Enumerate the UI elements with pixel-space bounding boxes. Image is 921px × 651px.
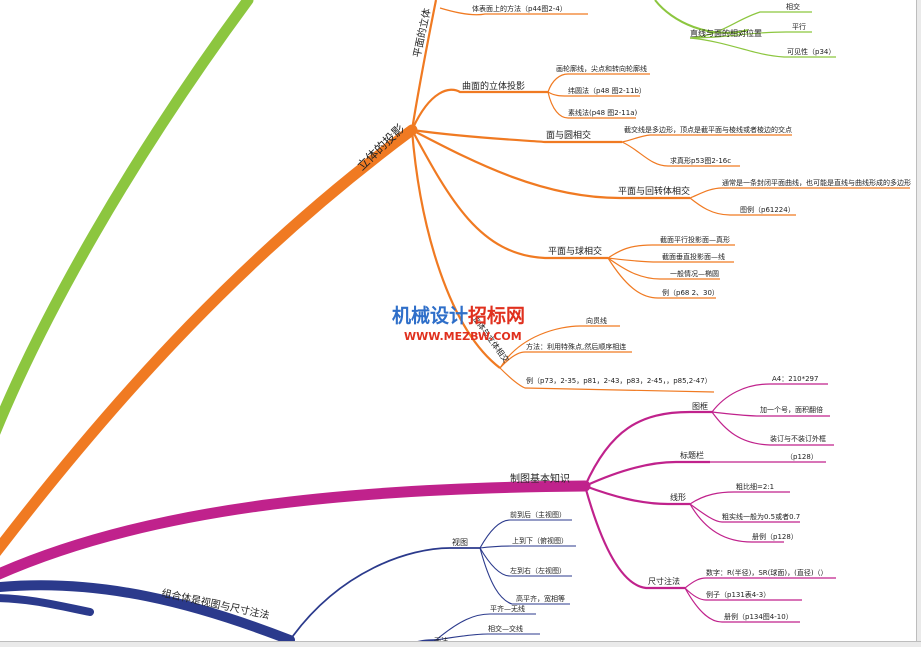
node-binding: 装订与不装订外框 [770,434,826,443]
node-view: 视图 [452,537,468,547]
node-thick-width: 粗实线一般为0.5或者0.7 [722,512,800,521]
node-digits: 数字：R(半径)，SR(球面)，(直径)（） [706,568,828,577]
green-sub-branch [655,0,748,33]
navy-bottom-blob [0,598,90,612]
node-example-131: 例子（p131表4-3） [706,590,770,599]
node-example-61224: 图例（p61224） [740,205,795,214]
node-flush-no-line: 平齐—无线 [490,604,525,613]
node-plane-sphere: 平面与球相交 [548,245,602,257]
window-bottom-edge [0,641,921,647]
green-main-branch [0,0,248,440]
watermark-line1a: 机械设计 [392,304,468,327]
window-right-edge [916,0,921,647]
node-plane-surface-method: 体表面上的方法（p44图2-4） [472,4,567,13]
node-examples-73: 例（p73，2-35，p81，2-43，p83，2-45，，p85,2-47） [526,376,712,385]
node-closed-curve: 通常是一条封闭平面曲线，也可能是直线与曲线形成的多边形 [722,178,911,187]
node-line-type: 线形 [670,492,686,502]
watermark-line1b: 招标网 [468,304,525,327]
node-top-down: 上到下（俯视图） [512,536,568,545]
node-a4: A4：210*297 [772,375,818,383]
node-parallel-cross: 相交 [786,2,800,11]
node-example-68: 例（p68 2、30） [662,288,719,297]
node-intersection-line: 向贯线 [586,316,607,325]
node-general-ellipse: 一般情况—椭圆 [670,269,719,278]
node-add-number: 加一个号，面积翻倍 [760,405,823,414]
magenta-sub-branches [585,384,836,622]
node-example-134: 册例（p134图4-10） [724,612,793,621]
node-curved-solid: 曲面的立体投影 [462,80,525,92]
watermark-logo: 机械设计 招标网 WWW.MEZBW.COM [392,304,525,343]
node-polygon-section: 截交线是多边形，顶点是截平面与棱线或者棱边的交点 [624,125,792,134]
watermark-line2: WWW.MEZBW.COM [404,330,522,343]
node-line-plane-relation: 直线与面的相对位置 [690,28,762,38]
node-thickness-ratio: 粗比细=2:1 [736,482,774,491]
node-special-point-method: 方法：利用特殊点,然后顺序相连 [526,342,626,351]
node-visibility: 可见性（p34） [787,47,835,56]
node-intersect-line: 相交—交线 [488,624,523,633]
node-contour-line: 画轮廓线，尖点和转向轮廓线 [556,64,647,73]
node-title-block: 标题栏 [680,450,704,460]
node-plane-revolve: 平面与回转体相交 [618,185,690,197]
node-drawing-basics: 制图基本知识 [510,472,570,485]
node-front-back: 前到后（主视图） [510,510,566,519]
magenta-main-branch [0,486,585,578]
node-long-align: 高平齐，宽相等 [516,594,565,603]
node-plane-circle: 面与圆相交 [546,129,591,141]
node-true-shape: 求真形p53图2-16c [670,156,731,165]
node-generatrix: 素线法(p48 图2-11a) [568,108,637,117]
node-frame: 图框 [692,401,708,411]
node-left-right: 左到右（左视图） [510,566,566,575]
node-perpendicular-line: 截面垂直投影面—线 [662,252,725,261]
node-dimension: 尺寸注法 [648,576,680,586]
node-parallel-plane-circle: 截面平行投影面—真形 [660,235,730,244]
node-parallel: 平行 [792,22,806,31]
node-ortho: 立体的投影 [354,121,408,173]
node-meridian: 纬圆法（p48 图2-11b） [568,86,646,95]
node-line-example: 册例（p128） [752,532,798,541]
node-p128-title: （p128） [786,453,818,461]
